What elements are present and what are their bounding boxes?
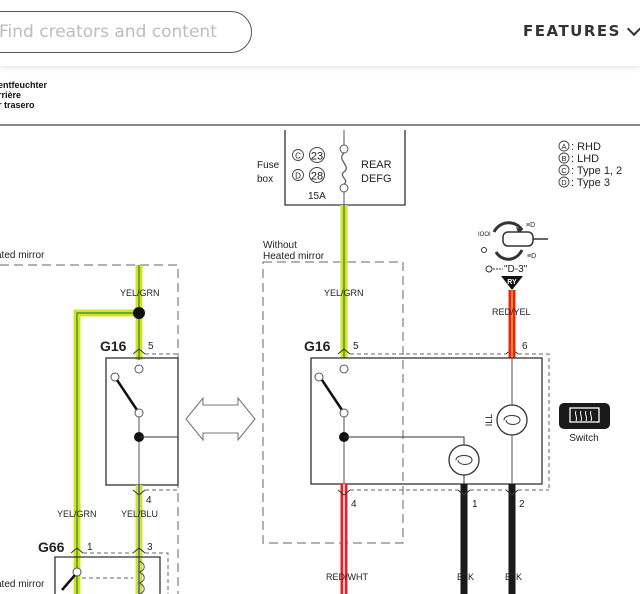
fuse-box: Fuse box C 23 D 28 15A REAR DEFG (257, 130, 406, 206)
fuse-terminal-bottom (339, 183, 349, 193)
rear-defrost-switch-icon (559, 403, 610, 429)
fuse-number-d: 28 (311, 171, 323, 183)
variant-legend: A : RHD B : LHD C : Type 1, 2 D : Type 3 (558, 140, 622, 189)
svg-text:C: C (561, 166, 567, 175)
features-menu[interactable]: FEATURES (523, 21, 640, 40)
connector-g16-main-label: G16 (304, 338, 331, 354)
svg-text:IOOI: IOOI (478, 232, 491, 238)
g66-pin-1-label: 1 (87, 542, 93, 553)
wire-label-yel-grn-left: YEL/GRN (57, 509, 97, 519)
fuse-number-c: 23 (311, 151, 323, 163)
title-line-es: r trasero (0, 100, 35, 110)
legend-lhd: : LHD (571, 153, 599, 165)
fuse-terminal-top (339, 144, 349, 154)
variant-d-marker (292, 169, 304, 181)
illumination-lamp-icon (496, 404, 528, 436)
equivalence-arrow-icon (185, 396, 256, 442)
without-label: Without (263, 240, 297, 251)
fuse-box-label-2: box (257, 174, 273, 185)
fuse-circuit-name-2: DEFG (361, 173, 392, 185)
ignition-reference: "D-3" (504, 264, 528, 275)
main-pin-1-label: 1 (472, 499, 478, 510)
svg-text:D: D (561, 178, 567, 187)
svg-text:≡D: ≡D (526, 222, 535, 229)
pin-5-label: 5 (148, 341, 154, 352)
wire-label-yel-grn: YEL/GRN (120, 288, 160, 298)
variant-c-letter: C (295, 152, 301, 161)
heater-coil-icon (137, 560, 145, 594)
fuse-rating: 15A (308, 191, 326, 202)
top-navigation-bar: FEATURES (0, 0, 640, 66)
switch-label: Switch (569, 433, 598, 444)
main-switch-contact (320, 379, 344, 411)
main-pin-2-label: 2 (519, 499, 525, 510)
switch-contact (115, 379, 139, 411)
fuse-icon (341, 152, 347, 185)
fuse-number-c-circle (309, 147, 325, 163)
ignition-switch-icon: IOOI ≡D ≡D (478, 221, 548, 273)
fuse-box-label: Fuse (257, 160, 280, 171)
main-pin-4-label: 4 (351, 499, 357, 510)
main-pin-5-label: 5 (353, 341, 359, 352)
connector-g16-label: G16 (100, 338, 127, 354)
wiring-diagram: Fuse box C 23 D 28 15A REAR DEFG A : RHD… (0, 130, 622, 594)
document-title: entfeuchter rrière r trasero (0, 80, 47, 110)
svg-text:B: B (561, 154, 566, 163)
legend-type-1-2: : Type 1, 2 (571, 165, 622, 177)
connector-g66-label: G66 (38, 539, 65, 555)
g66-pin-3-label: 3 (147, 542, 153, 553)
svg-text:A: A (561, 142, 566, 151)
wire-label-blk-1: BLK (457, 572, 474, 582)
g16-main-switch-housing (310, 357, 543, 485)
fuse-number-d-circle (309, 167, 325, 183)
heated-mirror-label: ated mirror (0, 250, 45, 261)
g66-mirror-housing (54, 556, 161, 594)
wire-label-blk-2: BLK (505, 572, 522, 582)
chevron-down-icon (626, 21, 640, 36)
fuse-circuit-name: REAR (361, 159, 392, 171)
without-label-2: Heated mirror (263, 251, 325, 262)
variant-c-marker (292, 149, 304, 161)
features-label: FEATURES (523, 22, 621, 40)
main-pin-6-label: 6 (522, 341, 528, 352)
ill-label: ILL (484, 414, 494, 427)
indicator-lamp-icon (448, 444, 480, 476)
wire-label-red-wht: RED/WHT (326, 572, 368, 582)
svg-text:≡D: ≡D (527, 253, 536, 260)
variant-d-letter: D (295, 172, 301, 181)
relay-marker-icon (501, 276, 523, 290)
wire-label-yel-blu: YEL/BLU (121, 509, 158, 519)
heated-mirror-label-2: ated mirror (0, 579, 45, 590)
search-input[interactable] (0, 12, 239, 51)
splice-point (133, 307, 145, 319)
relay-label: RY (507, 279, 517, 286)
title-line-fr: rrière (0, 90, 22, 100)
title-divider (0, 124, 640, 126)
legend-rhd: : RHD (571, 141, 601, 153)
pin-4-label: 4 (146, 495, 152, 506)
search-box[interactable] (0, 11, 252, 53)
title-line-de: entfeuchter (0, 80, 48, 90)
wire-label-red-yel: RED/YEL (492, 307, 531, 317)
wire-label-yel-grn-main: YEL/GRN (324, 288, 364, 298)
left-panel: ated mirror YEL/GRN G16 5 4 (0, 250, 179, 594)
wire-yel-grn-left (73, 309, 139, 594)
legend-type-3: : Type 3 (571, 177, 610, 189)
right-panel: Without Heated mirror YEL/GRN G16 5 6 IO… (262, 205, 610, 594)
